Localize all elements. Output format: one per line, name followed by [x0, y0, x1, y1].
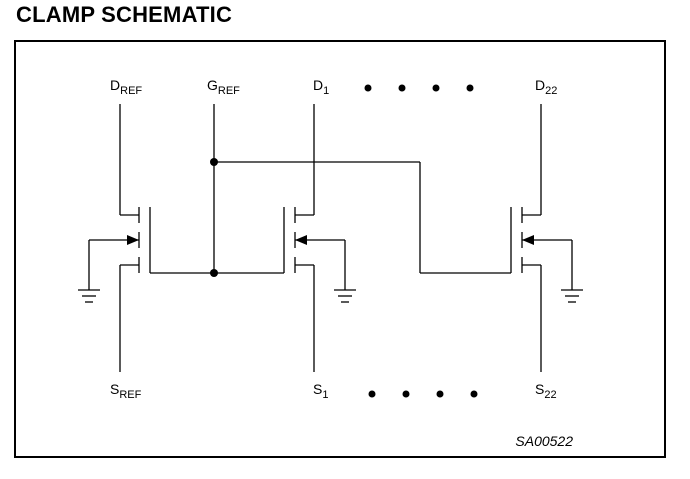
ellipsis-dot: [368, 390, 376, 398]
ground-ref: [78, 289, 100, 303]
ellipsis-dot: [432, 84, 440, 92]
ellipsis-dot: [364, 84, 372, 92]
label-d22: D22: [535, 77, 557, 97]
junction-dot: [210, 269, 218, 277]
transistor-22: [420, 104, 573, 372]
label-sref: SREF: [110, 381, 142, 401]
label-s22: S22: [535, 381, 557, 401]
ellipsis-dot: [398, 84, 406, 92]
arrow-1: [295, 235, 307, 245]
label-d1: D1: [313, 77, 329, 97]
ground-1: [334, 289, 356, 303]
gate-bus: [213, 104, 421, 273]
reference-code: SA00522: [515, 433, 573, 449]
ellipsis-dot: [436, 390, 444, 398]
diagram-title: CLAMP SCHEMATIC: [16, 2, 233, 27]
arrow-ref: [127, 235, 139, 245]
transistor-ref: [88, 104, 214, 372]
ground-22: [561, 289, 583, 303]
transistor-1: [214, 104, 346, 372]
diagram-border: [14, 40, 666, 458]
junction-dot: [210, 158, 218, 166]
arrow-22: [522, 235, 534, 245]
ellipsis-dot: [470, 390, 478, 398]
label-dref: DREF: [110, 77, 142, 97]
label-gref: GREF: [207, 77, 240, 97]
ellipsis-dot: [402, 390, 410, 398]
ellipsis-dot: [466, 84, 474, 92]
label-s1: S1: [313, 381, 328, 401]
